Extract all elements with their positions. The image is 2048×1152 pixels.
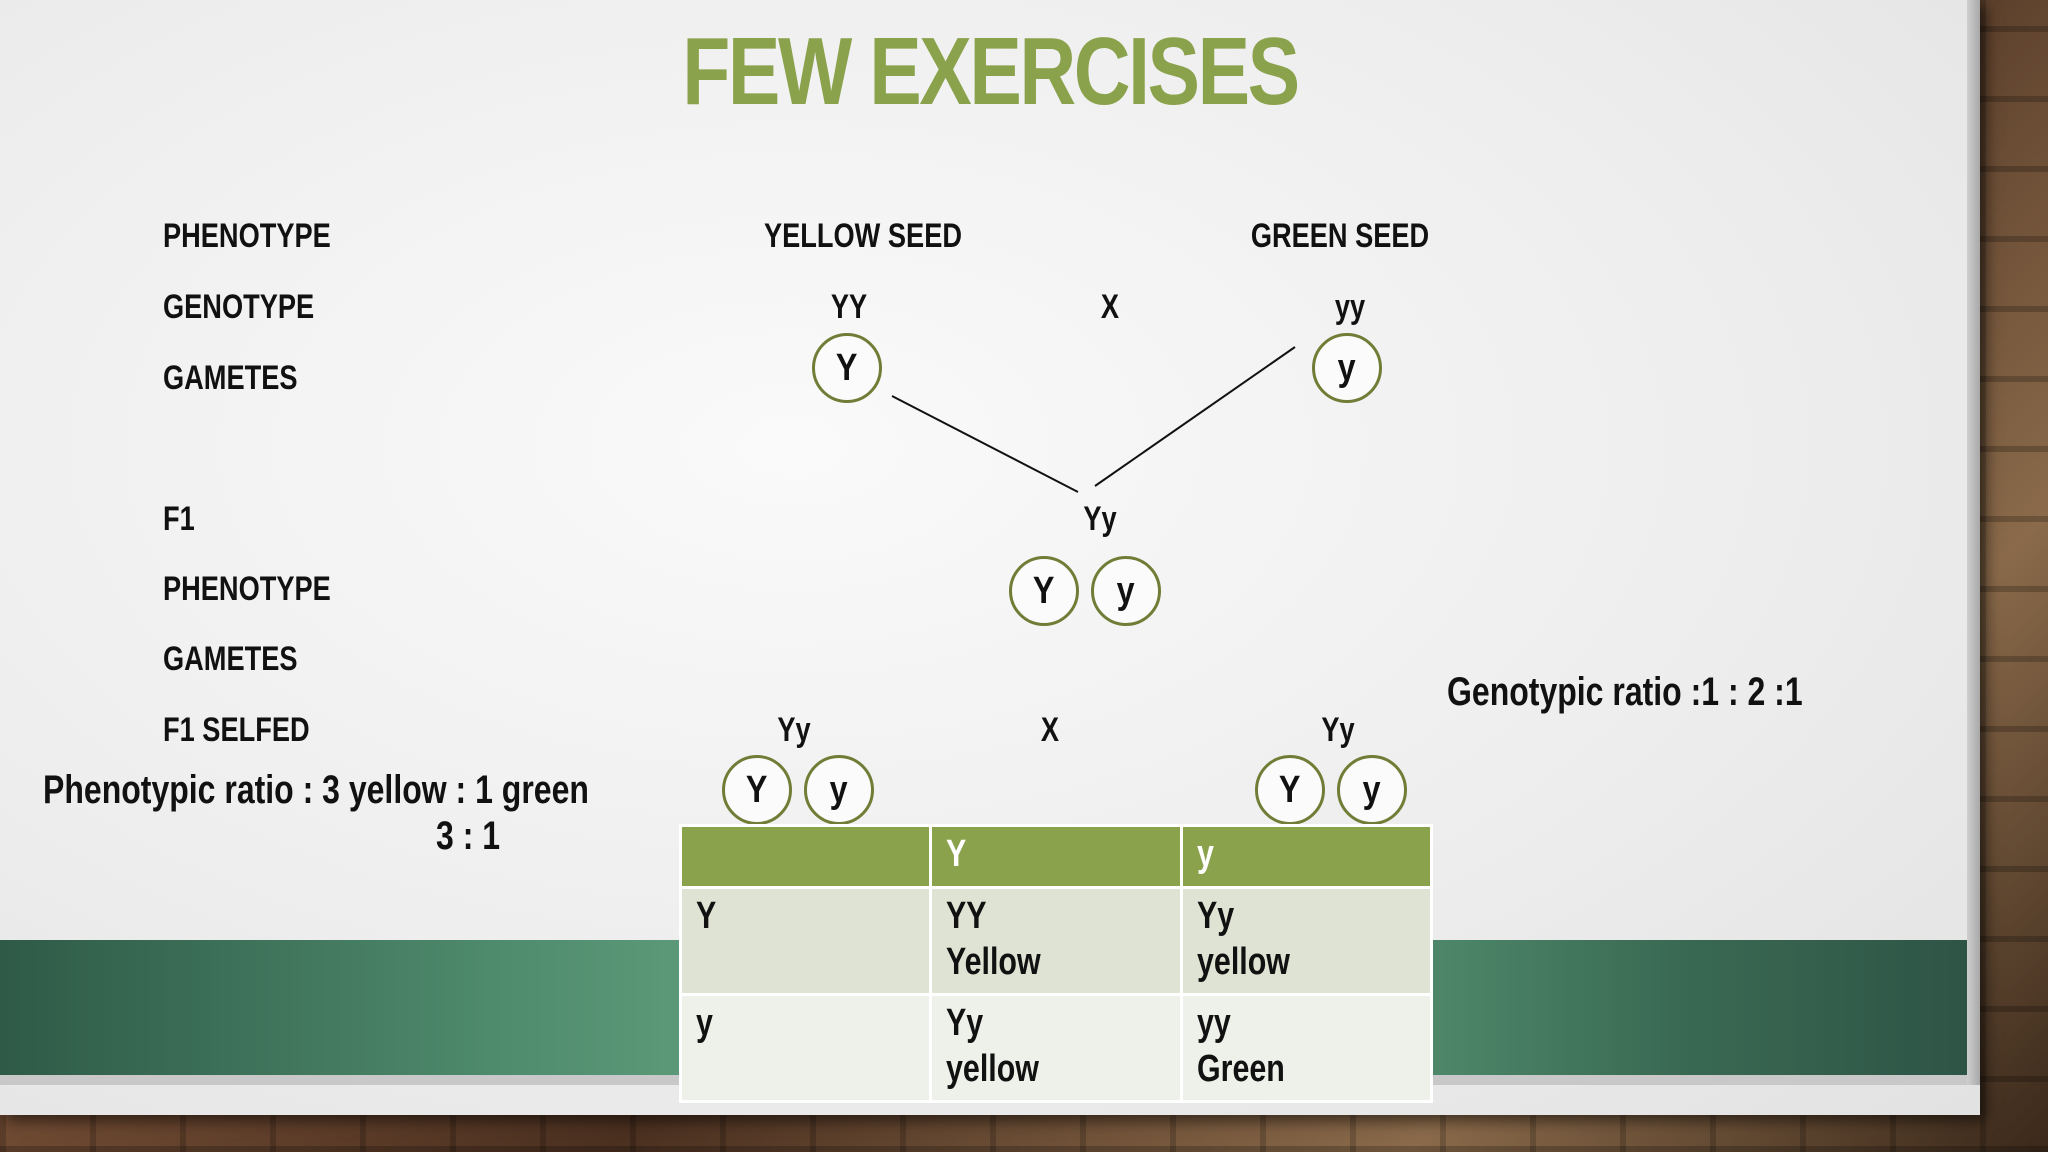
parent-left-phenotype: YELLOW SEED	[764, 217, 962, 255]
gamete-circle-f1-dominant: Y	[1009, 556, 1079, 626]
gamete-circle-selfed-left-dominant: Y	[722, 755, 792, 825]
selfed-right-genotype: Yy	[1321, 711, 1355, 749]
selfed-cross-symbol: X	[1040, 711, 1060, 749]
slide-title: FEW EXERCISES	[682, 18, 1300, 125]
f1-genotype: Yy	[1083, 500, 1117, 538]
punnett-header-cell: Y	[929, 824, 1183, 889]
punnett-corner-cell	[678, 824, 933, 889]
slide: FEW EXERCISES PHENOTYPE GENOTYPE GAMETES…	[0, 0, 1980, 1115]
punnett-header-row: Y y	[678, 824, 1433, 889]
punnett-header-cell: y	[1179, 824, 1433, 889]
gamete-circle-selfed-right-recessive: y	[1337, 755, 1407, 825]
parent-right-phenotype: GREEN SEED	[1250, 217, 1430, 255]
punnett-row-label: Y	[678, 886, 933, 996]
gamete-circle-selfed-right-dominant: Y	[1255, 755, 1325, 825]
selfed-left-genotype: Yy	[777, 711, 811, 749]
genotypic-ratio: Genotypic ratio :1 : 2 :1	[1447, 670, 1803, 714]
label-gametes: GAMETES	[163, 359, 298, 397]
slide-edge	[1967, 0, 1980, 1085]
label-f1: F1	[163, 500, 195, 538]
parent-cross-symbol: X	[1100, 288, 1120, 326]
gamete-circle-f1-recessive: y	[1091, 556, 1161, 626]
label-genotype: GENOTYPE	[163, 288, 315, 326]
gamete-circle-parent-right: y	[1312, 333, 1382, 403]
label-phenotype: PHENOTYPE	[163, 217, 331, 255]
phenotypic-ratio: Phenotypic ratio : 3 yellow : 1 green	[43, 768, 589, 812]
label-f1-selfed: F1 SELFED	[163, 711, 310, 749]
phenotypic-ratio-simple: 3 : 1	[436, 814, 501, 858]
punnett-row-label: y	[678, 993, 933, 1103]
gamete-circle-parent-left: Y	[812, 333, 882, 403]
parent-right-genotype: yy	[1334, 288, 1366, 326]
parent-left-genotype: YY	[830, 288, 868, 326]
label-f1-phenotype: PHENOTYPE	[163, 570, 331, 608]
label-f1-gametes: GAMETES	[163, 640, 298, 678]
gamete-circle-selfed-left-recessive: y	[804, 755, 874, 825]
